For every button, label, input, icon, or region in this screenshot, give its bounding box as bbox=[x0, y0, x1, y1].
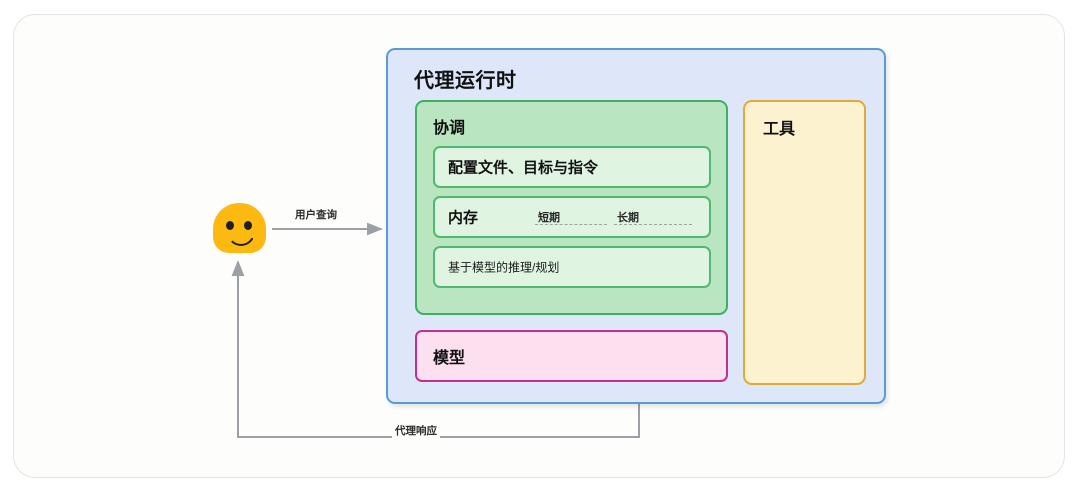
orchestration-row-reasoning: 基于模型的推理/规划 bbox=[433, 246, 711, 288]
memory-long-term-dashed-line bbox=[614, 224, 692, 225]
memory-short-term-label: 短期 bbox=[538, 212, 560, 224]
user-avatar-icon bbox=[213, 203, 266, 253]
tools-title: 工具 bbox=[763, 121, 796, 138]
orchestration-row-memory-label: 内存 bbox=[448, 209, 479, 227]
model-box: 模型 bbox=[415, 330, 728, 382]
agent-runtime-title: 代理运行时 bbox=[414, 70, 517, 92]
memory-short-term-dashed-line bbox=[535, 224, 607, 225]
orchestration-row-profile-label: 配置文件、目标与指令 bbox=[448, 159, 599, 177]
orchestration-row-memory: 内存 短期 长期 bbox=[433, 196, 711, 238]
edge-label-agent-response: 代理响应 bbox=[392, 423, 440, 438]
orchestration-title: 协调 bbox=[433, 120, 466, 137]
model-title: 模型 bbox=[433, 350, 466, 367]
watermark-text bbox=[600, 430, 1030, 488]
orchestration-box: 协调 配置文件、目标与指令 内存 短期 长期 基于模型的推理/规划 bbox=[415, 100, 728, 315]
agent-runtime-box: 代理运行时 协调 配置文件、目标与指令 内存 短期 长期 基于模型的推理/规划 … bbox=[386, 48, 886, 404]
tools-box: 工具 bbox=[743, 100, 866, 385]
edge-label-user-query: 用户查询 bbox=[292, 207, 340, 222]
orchestration-row-profile: 配置文件、目标与指令 bbox=[433, 146, 711, 188]
memory-long-term-label: 长期 bbox=[617, 212, 639, 224]
orchestration-row-reasoning-label: 基于模型的推理/规划 bbox=[448, 260, 560, 275]
avatar-smile bbox=[227, 231, 255, 246]
avatar-eye-right bbox=[244, 221, 252, 230]
avatar-eye-left bbox=[226, 221, 234, 230]
